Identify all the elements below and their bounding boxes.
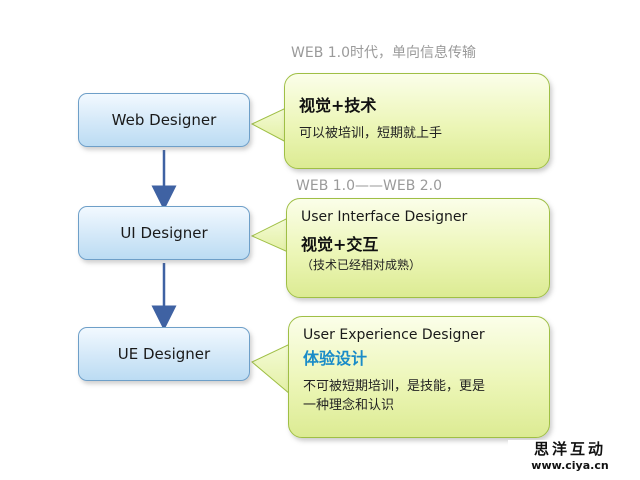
callout-ue: User Experience Designer 体验设计 不可被短期培训，是技… <box>288 316 550 438</box>
callout-ue-title: 体验设计 <box>303 349 368 368</box>
callout-web-title: 视觉+技术 <box>299 96 377 115</box>
callout-ui-heading: User Interface Designer <box>301 209 468 225</box>
role-ui-designer: UI Designer <box>78 206 250 260</box>
callout-ue-description-line1: 不可被短期培训，是技能，更是 <box>303 379 486 394</box>
role-ue-designer: UE Designer <box>78 327 250 381</box>
watermark-brand: 思洋互动 <box>533 440 606 458</box>
callout-ui: User Interface Designer 视觉+交互 （技术已经相对成熟） <box>286 198 550 298</box>
pointer-ui <box>250 217 289 253</box>
callout-ui-note: （技术已经相对成熟） <box>301 258 422 272</box>
watermark-url: www.ciya.cn <box>531 459 609 472</box>
callout-ue-description-line2: 一种理念和认识 <box>303 398 395 413</box>
callout-web-description: 可以被培训，短期就上手 <box>299 126 443 141</box>
callout-ue-heading: User Experience Designer <box>303 327 485 343</box>
callout-web: 视觉+技术 可以被培训，短期就上手 <box>284 73 550 169</box>
watermark: 思洋互动 www.ciya.cn <box>508 440 632 476</box>
pointer-ue <box>251 343 291 396</box>
era-label-web1-web2: WEB 1.0——WEB 2.0 <box>296 178 443 194</box>
role-web-designer: Web Designer <box>78 93 250 147</box>
callout-ui-title: 视觉+交互 <box>301 235 379 254</box>
pointer-web <box>250 107 287 143</box>
era-label-web1: WEB 1.0时代，单向信息传输 <box>291 45 477 61</box>
